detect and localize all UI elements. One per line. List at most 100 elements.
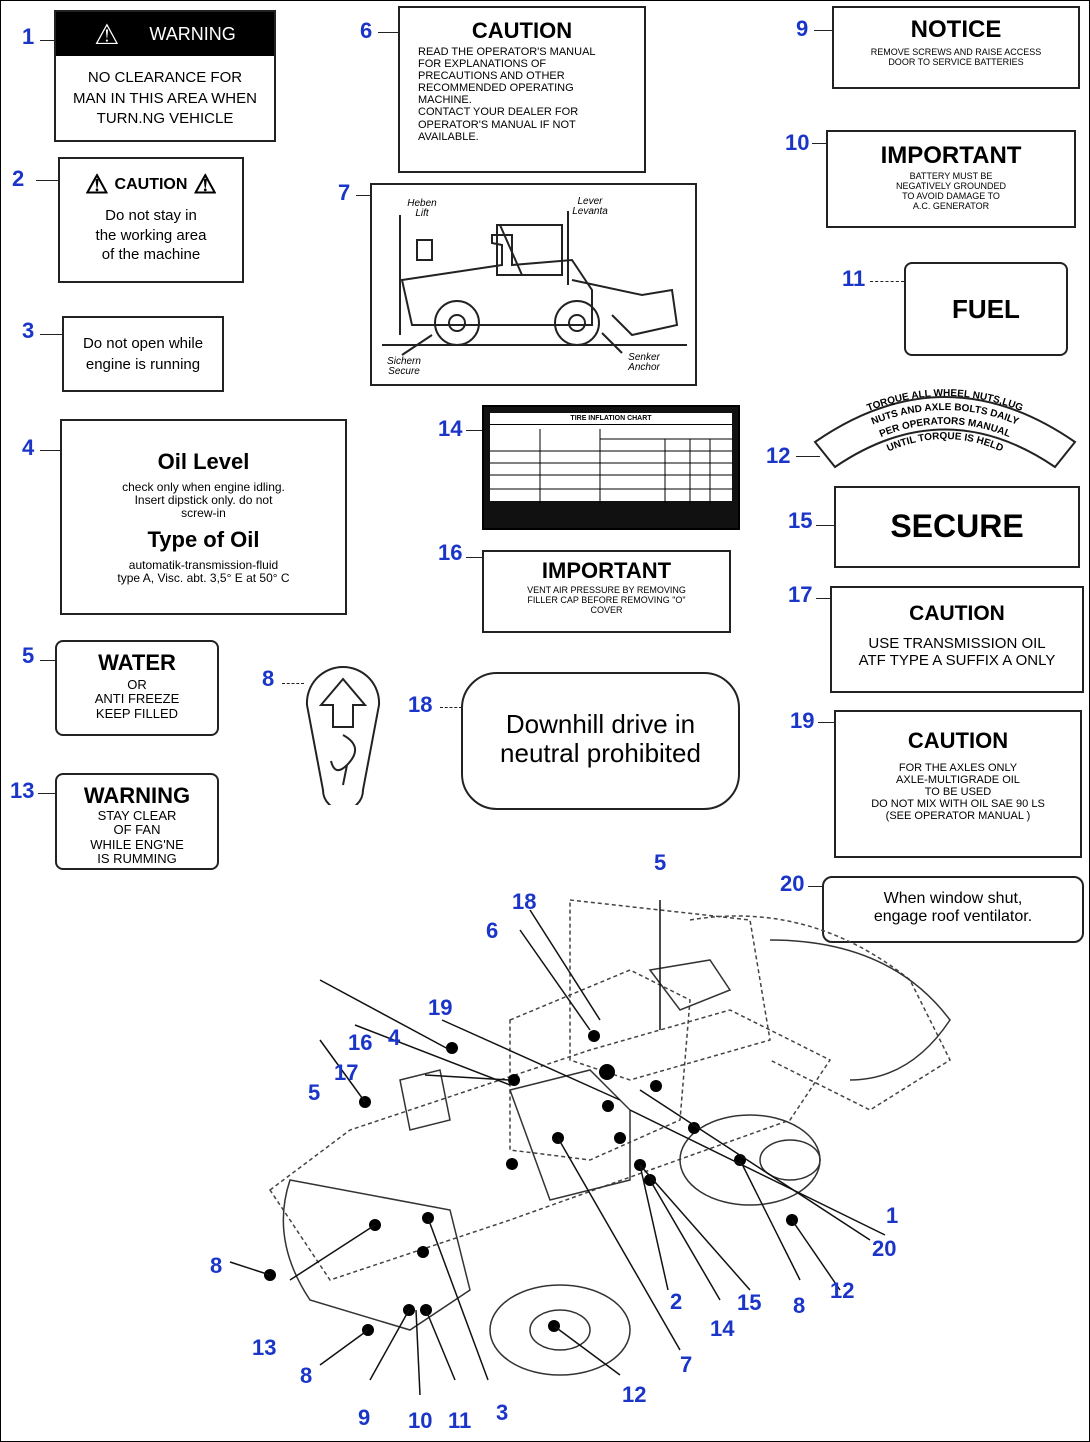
decal-7-lift-pictogram: Heben Lift Lever Levanta Sichern Secure … (370, 183, 697, 386)
label-number-15: 15 (788, 508, 813, 533)
decal-7-label: Heben Lift (407, 198, 437, 219)
label-number-14: 14 (438, 416, 463, 441)
decal-9-line: REMOVE SCREWS AND RAISE ACCESS (870, 47, 1042, 57)
label-number-13: 13 (10, 778, 35, 803)
decal-16-header: IMPORTANT (541, 558, 672, 583)
decal-4-title: Oil Level (157, 449, 250, 474)
label-number-16: 16 (438, 540, 463, 565)
label-number-10: 10 (785, 130, 810, 155)
decal-4-sub: check only when engine idling. (122, 480, 285, 494)
decal-15-secure: SECURE (834, 486, 1080, 568)
wheel-loader-illustration (229, 899, 951, 1396)
decal-1-line: MAN IN THIS AREA WHEN (73, 89, 257, 107)
wheel-loader-icon (382, 211, 687, 356)
decal-10-line: BATTERY MUST BE (909, 171, 993, 181)
decal-4-oil-level: Oil Level check only when engine idling.… (60, 419, 347, 615)
label-number-18: 18 (408, 692, 433, 717)
decal-10-line: TO AVOID DAMAGE TO (902, 190, 1000, 201)
decal-20-line: When window shut, (883, 890, 1023, 907)
callout-number: 18 (512, 889, 537, 914)
decal-5-line: ANTI FREEZE (94, 691, 180, 707)
decal-13-line: STAY CLEAR (97, 808, 177, 823)
decal-18-line: Downhill drive in (505, 709, 696, 739)
decal-1-warning: ⚠WARNING NO CLEARANCE FOR MAN IN THIS AR… (54, 10, 276, 142)
callout-number: 9 (358, 1405, 371, 1430)
decal-9-header: NOTICE (910, 16, 1002, 43)
decal-5-line: OR (127, 677, 147, 692)
decal-7-label: Lever Levanta (572, 196, 608, 217)
decal-2-header: CAUTION (114, 175, 188, 193)
decal-11-header: FUEL (952, 294, 1020, 324)
callout-number: 20 (872, 1236, 897, 1261)
decal-5-line: KEEP FILLED (95, 705, 179, 721)
decal-10-line: A.C. GENERATOR (912, 200, 990, 211)
callout-number: 6 (486, 918, 499, 943)
label-number-11: 11 (842, 266, 866, 291)
label-number-17: 17 (788, 582, 813, 607)
decal-6-line: READ THE OPERATOR'S MANUAL (418, 46, 596, 58)
decal-19-line: (SEE OPERATOR MANUAL ) (885, 810, 1031, 823)
callout-number: 8 (300, 1363, 313, 1388)
decal-10-line: NEGATIVELY GROUNDED (895, 180, 1007, 191)
label-number-6: 6 (360, 18, 373, 43)
warning-triangle-icon: ⚠ (94, 18, 120, 50)
callout-number: 15 (737, 1290, 762, 1315)
warning-triangle-icon: ⚠ (85, 169, 109, 199)
callout-number: 8 (793, 1293, 806, 1318)
callout-number: 2 (670, 1289, 683, 1314)
decal-13-warning: WARNING STAY CLEAR OF FAN WHILE ENG'NE I… (55, 773, 219, 870)
callout-number: 1 (886, 1203, 899, 1228)
decal-16-important: IMPORTANT VENT AIR PRESSURE BY REMOVING … (482, 550, 731, 633)
decal-17-line: USE TRANSMISSION OIL (868, 635, 1046, 652)
decal-19-line: AXLE-MULTIGRADE OIL (896, 774, 1020, 787)
callout-number: 7 (680, 1352, 693, 1377)
callout-number: 13 (252, 1335, 277, 1360)
warning-triangle-icon: ⚠ (193, 169, 217, 199)
callout-number: 3 (496, 1400, 509, 1425)
label-number-4: 4 (22, 435, 35, 460)
decal-16-line: COVER (590, 604, 623, 615)
label-number-3: 3 (22, 318, 35, 343)
callout-number: 17 (334, 1060, 359, 1085)
decal-17-caution: CAUTION USE TRANSMISSION OIL ATF TYPE A … (830, 586, 1084, 693)
decal-19-line: TO BE USED (924, 786, 992, 799)
decal-13-line: IS RUMMING (97, 850, 177, 866)
decal-4-title2: Type of Oil (147, 526, 260, 552)
callout-number: 8 (210, 1253, 223, 1278)
decal-9-line: DOOR TO SERVICE BATTERIES (888, 56, 1024, 67)
label-number-1: 1 (22, 24, 35, 49)
decal-20-roof-ventilator: When window shut, engage roof ventilator… (822, 876, 1084, 943)
decal-1-line: TURN.NG VEHICLE (96, 110, 234, 127)
decal-19-line: FOR THE AXLES ONLY (898, 762, 1018, 774)
label-number-9: 9 (796, 16, 809, 41)
decal-6-line: RECOMMENDED OPERATING (418, 82, 574, 95)
decal-19-line: DO NOT MIX WITH OIL SAE 90 LS (871, 798, 1045, 811)
decal-6-caution: CAUTION READ THE OPERATOR'S MANUAL FOR E… (398, 6, 646, 173)
decal-6-header: CAUTION (471, 18, 573, 43)
decal-3-line: Do not open while (82, 335, 204, 352)
decal-6-line: OPERATOR'S MANUAL IF NOT (418, 118, 576, 131)
label-number-7: 7 (338, 180, 351, 205)
decal-14-tire-chart: TIRE INFLATION CHART (482, 405, 740, 530)
decal-15-header: SECURE (890, 508, 1024, 544)
decal-6-line: MACHINE. (418, 94, 472, 107)
callout-number: 5 (654, 850, 667, 875)
decal-2-line: Do not stay in (105, 207, 197, 224)
callout-number: 4 (388, 1025, 401, 1050)
decal-6-line: AVAILABLE. (418, 130, 479, 143)
decal-7-label: Sichern Secure (387, 356, 421, 377)
decal-6-line: CONTACT YOUR DEALER FOR (418, 106, 579, 119)
decal-2-caution: ⚠ CAUTION ⚠ Do not stay in the working a… (58, 157, 244, 283)
label-number-8: 8 (262, 666, 275, 691)
decal-16-line: VENT AIR PRESSURE BY REMOVING (527, 585, 686, 595)
callout-number: 5 (308, 1080, 321, 1105)
label-number-12: 12 (766, 443, 791, 468)
decal-4-sub: screw-in (181, 506, 226, 521)
decal-13-line: OF FAN (113, 822, 161, 838)
label-number-5: 5 (22, 643, 35, 668)
decal-19-caution: CAUTION FOR THE AXLES ONLY AXLE-MULTIGRA… (834, 710, 1082, 858)
decal-14-header: TIRE INFLATION CHART (490, 413, 732, 425)
decal-13-header: WARNING (83, 783, 191, 808)
decal-16-line: FILLER CAP BEFORE REMOVING "O" (527, 594, 686, 605)
label-number-19: 19 (790, 708, 815, 733)
